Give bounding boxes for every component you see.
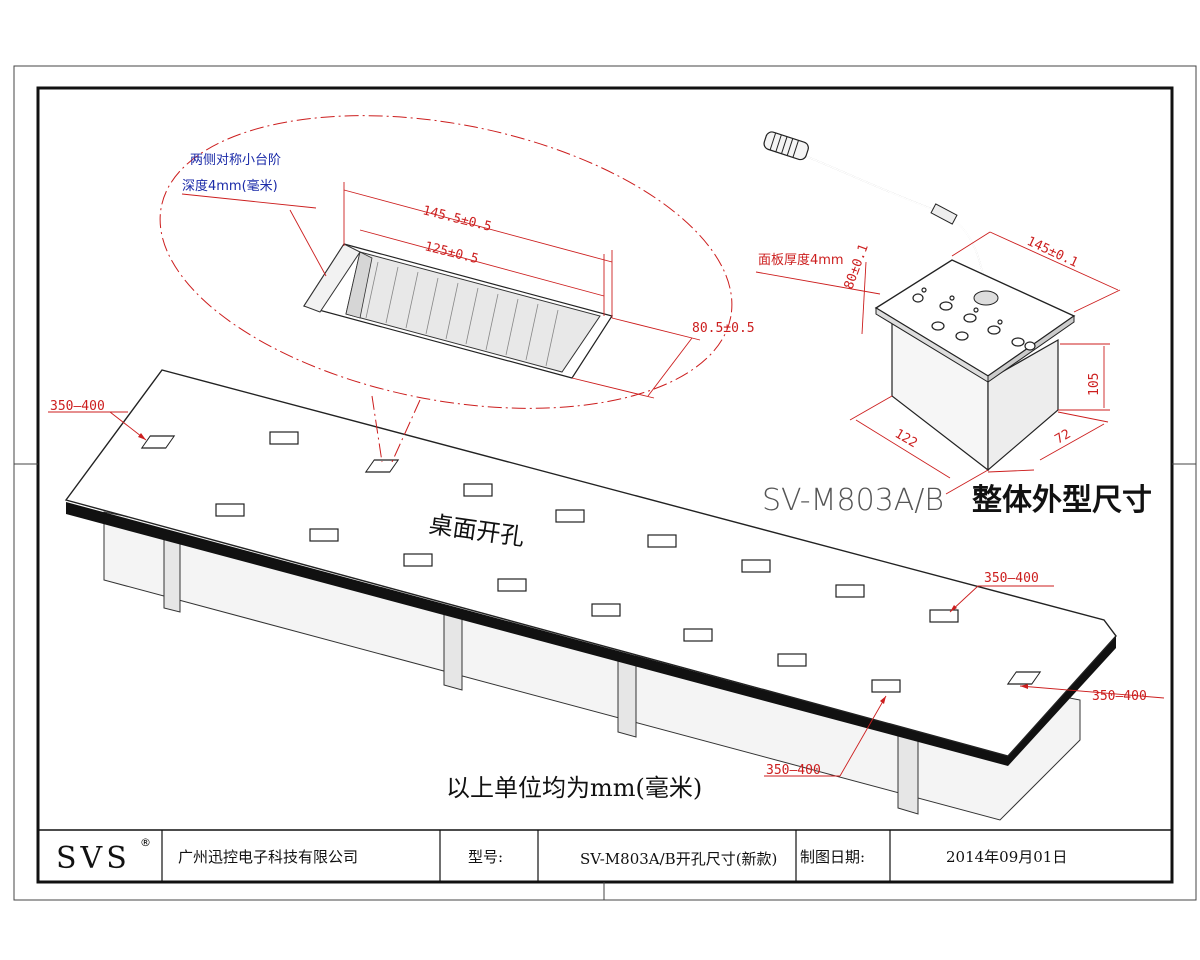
table-hole — [1006, 671, 1042, 685]
table-hole — [269, 431, 299, 445]
device-dim-depth: 80±0.1 — [842, 242, 872, 291]
cutout-detail-callout — [159, 115, 733, 463]
outer-border — [13, 65, 1197, 901]
device-model-code: SV-M803A/B — [762, 483, 944, 518]
table-hole — [497, 578, 527, 592]
table-hole — [683, 628, 713, 642]
model-label: 型号: — [468, 848, 503, 866]
conference-table — [64, 369, 1117, 821]
date-value: 2014年09月01日 — [946, 848, 1067, 866]
table-hole — [741, 559, 771, 573]
title-block — [38, 829, 1172, 882]
table-hole — [463, 483, 493, 497]
device-model-caption: 整体外型尺寸 — [972, 483, 1152, 518]
table-hole — [929, 609, 959, 623]
spacing-label-bottom: 350—400 — [766, 763, 821, 778]
table-hole — [403, 553, 433, 567]
company-logo: SVS — [56, 841, 131, 876]
registered-mark: ® — [140, 836, 151, 849]
device-dim-bottom-depth: 72 — [1053, 427, 1074, 448]
spacing-label-right-lower: 350—400 — [1092, 689, 1147, 704]
step-note-line1: 两侧对称小台阶 — [190, 153, 281, 168]
unit-note: 以上单位均为mm(毫米) — [446, 774, 702, 802]
table-hole — [215, 503, 245, 517]
device-dim-width: 145±0.1 — [1024, 234, 1080, 271]
table-hole — [364, 459, 400, 473]
table-hole — [871, 679, 901, 693]
inner-border — [36, 86, 1174, 884]
model-value: SV-M803A/B开孔尺寸(新款) — [580, 850, 777, 868]
dim-depth: 80.5±0.5 — [692, 321, 755, 336]
spacing-label-top-left: 350—400 — [50, 399, 105, 414]
spacing-leaders — [48, 411, 1165, 777]
spacing-label-right-upper: 350—400 — [984, 571, 1039, 586]
table-hole — [647, 534, 677, 548]
panel-thickness-label: 面板厚度4mm — [758, 252, 844, 268]
table-holes-top-row — [140, 431, 959, 623]
device-dim-bottom-width: 122 — [892, 426, 920, 451]
table-hole — [555, 509, 585, 523]
table-hole — [835, 584, 865, 598]
step-note-line2: 深度4mm(毫米) — [182, 178, 278, 194]
microphone-unit-drawing — [755, 131, 1121, 495]
device-dim-height: 105 — [1087, 373, 1102, 396]
table-hole — [309, 528, 339, 542]
dim-outer-width: 145.5±0.5 — [421, 203, 493, 235]
company-name: 广州迅控电子科技有限公司 — [178, 848, 358, 866]
date-label: 制图日期: — [800, 848, 865, 866]
table-hole — [777, 653, 807, 667]
dim-inner-width: 125±0.5 — [423, 239, 480, 267]
table-hole — [140, 435, 176, 449]
table-holes-bottom-row — [215, 503, 1042, 693]
table-hole — [591, 603, 621, 617]
